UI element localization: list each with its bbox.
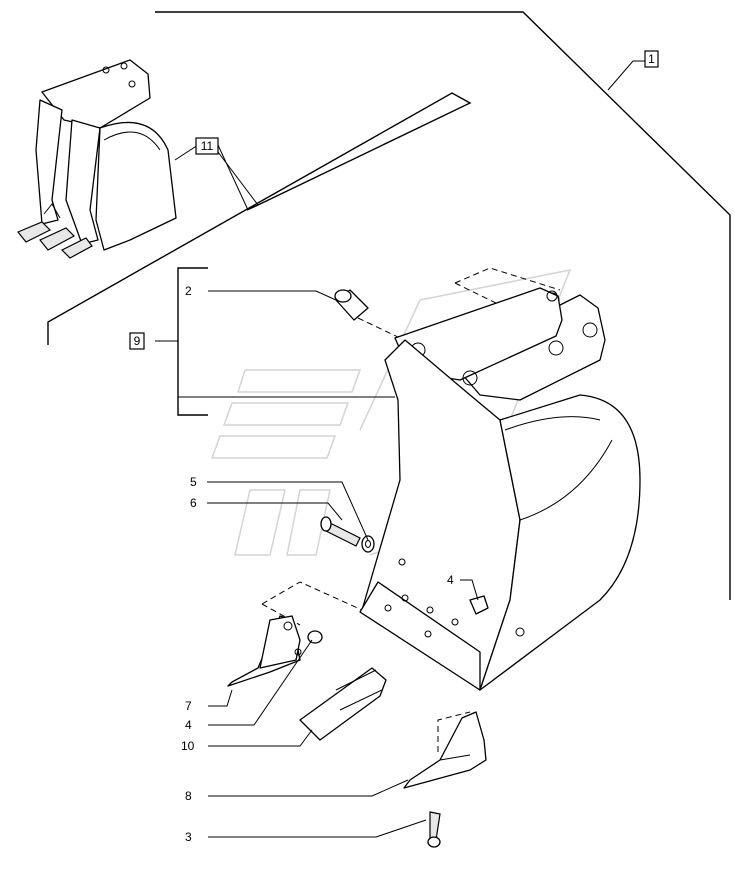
part-label-4-bucket: 4 [447,573,454,587]
part-label-2: 2 [185,284,192,298]
part-label-3: 3 [185,830,192,844]
bucket-main-illustration [359,287,641,691]
callout-box-bucket-group: 9 [129,332,145,350]
part-label-6: 6 [190,496,197,510]
bucket-preview-illustration [17,59,177,259]
callout-assembly-label: 1 [648,52,655,66]
part-label-5: 5 [190,475,197,489]
part-label-8: 8 [185,789,192,803]
callout-box-assembly-kit: 11 [195,137,219,155]
callout-leaders [207,290,479,838]
part-label-4-adapter: 4 [185,718,192,732]
callout-box-assembly: 1 [644,50,659,68]
callout-bucket-group-label: 9 [134,334,141,348]
part-label-10: 10 [181,739,195,753]
small-parts [227,289,489,848]
callout-assembly-kit-label: 11 [201,139,214,153]
leader-lines [47,11,731,600]
part-labels: 2 5 6 4 7 4 10 8 3 [181,284,454,844]
part-label-7: 7 [185,699,192,713]
